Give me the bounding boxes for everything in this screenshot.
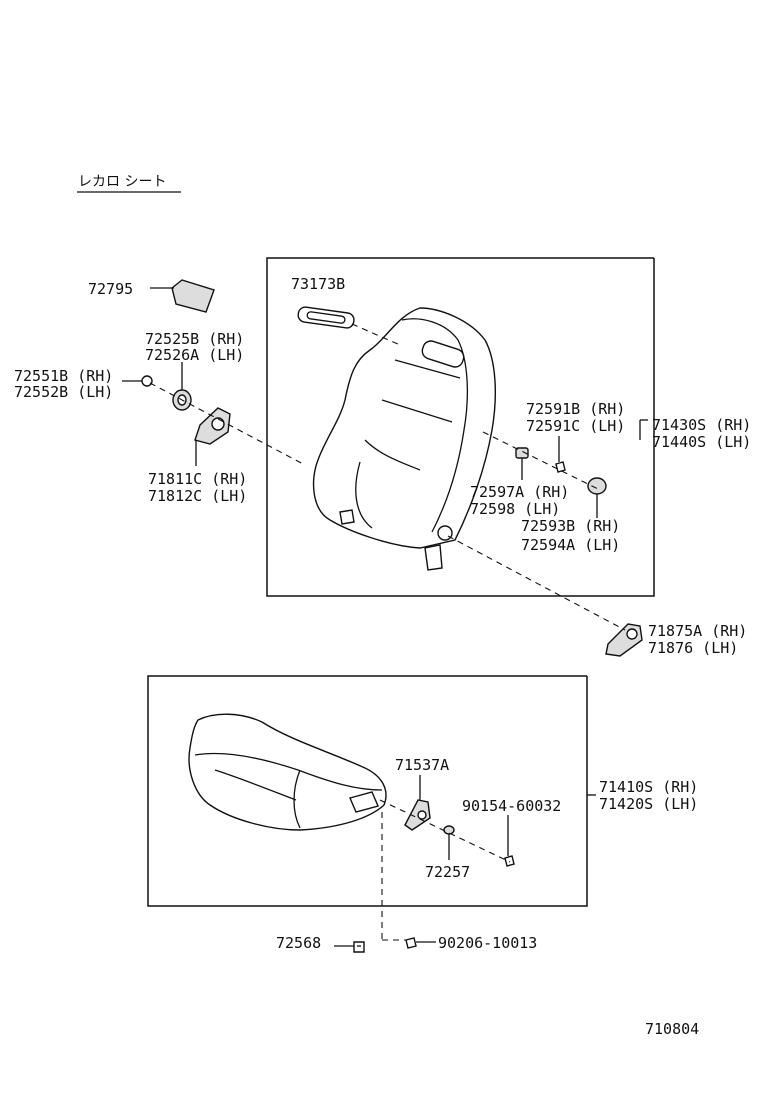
- label-71430S-rh: 71430S (RH): [652, 416, 751, 434]
- label-72795: 72795: [88, 280, 133, 298]
- label-72591B-rh: 72591B (RH): [526, 400, 625, 418]
- part-71875A-shape: [605, 623, 643, 657]
- part-72257-shape: [443, 825, 455, 835]
- label-71537A: 71537A: [395, 756, 449, 774]
- label-72257: 72257: [425, 863, 470, 881]
- part-90154-shape: [504, 855, 515, 867]
- label-72526A-lh: 72526A (LH): [145, 346, 244, 364]
- seat-cushion-frame: [147, 675, 588, 907]
- label-72552B-lh: 72552B (LH): [14, 383, 113, 401]
- label-71875A-rh: 71875A (RH): [648, 622, 747, 640]
- seat-back-frame: [266, 257, 655, 597]
- label-90206-10013: 90206-10013: [438, 934, 537, 952]
- part-72795-shape: [171, 279, 215, 313]
- label-71811C-rh: 71811C (RH): [148, 470, 247, 488]
- label-71410S-rh: 71410S (RH): [599, 778, 698, 796]
- part-71811C-shape: [194, 407, 231, 445]
- diagram-id: 710804: [645, 1020, 699, 1038]
- label-72551B-rh: 72551B (RH): [14, 367, 113, 385]
- leader-lines: [122, 287, 648, 947]
- part-72551B-shape: [141, 375, 153, 387]
- seat-cushion-drawing: [188, 713, 387, 831]
- label-71440S-lh: 71440S (LH): [652, 433, 751, 451]
- label-72525B-rh: 72525B (RH): [145, 330, 244, 348]
- part-72593B-shape: [587, 477, 607, 495]
- label-72568: 72568: [276, 934, 321, 952]
- label-73173B: 73173B: [291, 275, 345, 293]
- label-71812C-lh: 71812C (LH): [148, 487, 247, 505]
- assembly-dashed-lines: [149, 323, 626, 941]
- part-72568-shape: [353, 941, 365, 953]
- part-73173B-shape: [297, 306, 355, 329]
- label-72598-lh: 72598 (LH): [470, 500, 560, 518]
- label-90154-60032: 90154-60032: [462, 797, 561, 815]
- seat-back-drawing: [312, 307, 496, 571]
- diagram-title: レカロ シート: [78, 174, 166, 190]
- label-72591C-lh: 72591C (LH): [526, 417, 625, 435]
- part-90206-shape: [405, 937, 417, 949]
- label-71876-lh: 71876 (LH): [648, 639, 738, 657]
- label-72593B-rh: 72593B (RH): [521, 517, 620, 535]
- label-72594A-lh: 72594A (LH): [521, 536, 620, 554]
- label-71420S-lh: 71420S (LH): [599, 795, 698, 813]
- part-72591B-shape: [555, 461, 566, 473]
- label-72597A-rh: 72597A (RH): [470, 483, 569, 501]
- part-71537A-shape: [404, 799, 431, 831]
